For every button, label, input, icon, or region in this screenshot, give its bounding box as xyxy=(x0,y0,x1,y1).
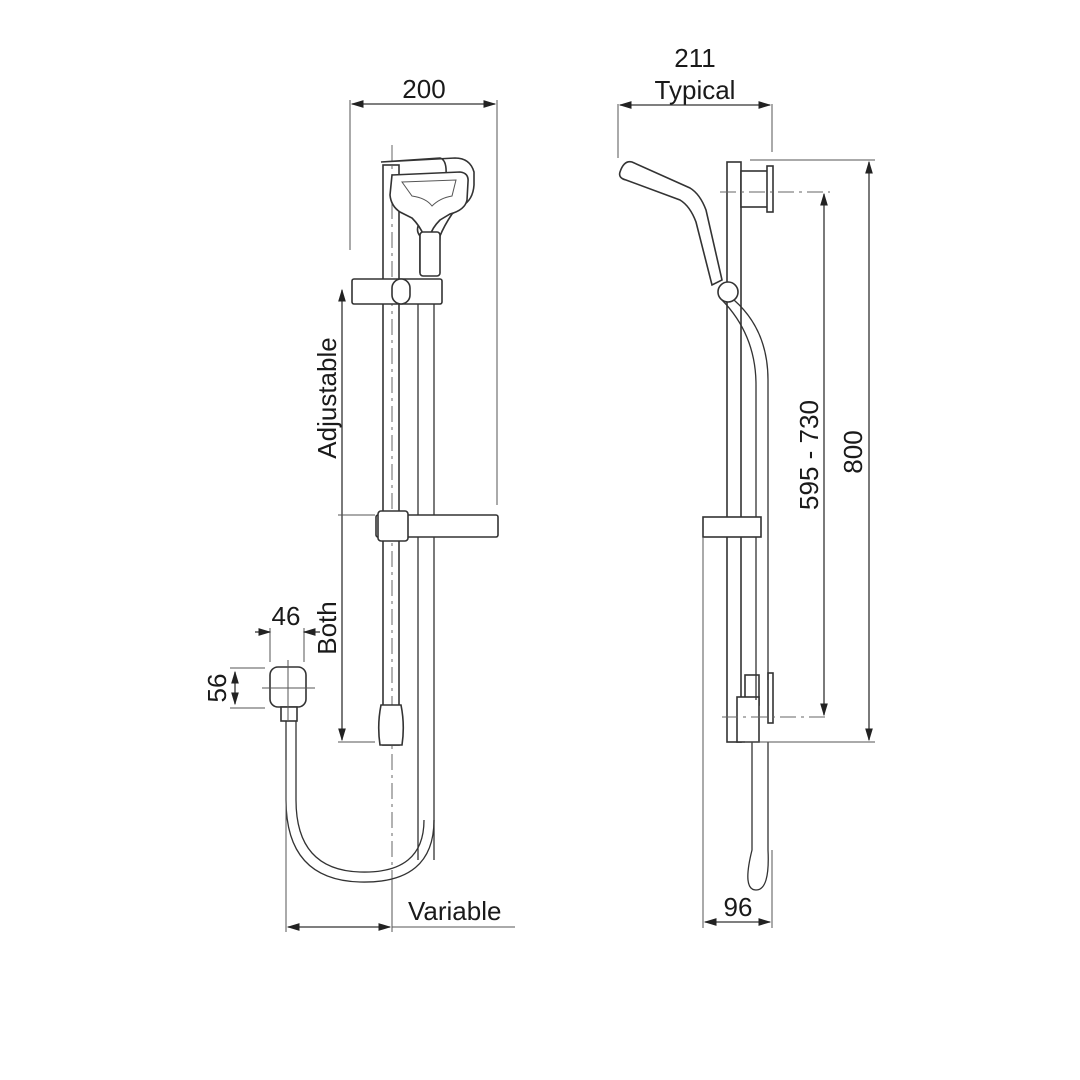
handset-side xyxy=(618,160,723,287)
dim-rail-length-800: 800 xyxy=(838,430,868,473)
dim-projection-note: Typical xyxy=(655,75,736,105)
front-view: 200 Adjustable Both 46 56 Variable xyxy=(202,74,515,932)
soap-dish-side xyxy=(702,516,762,538)
dim-outlet-width-46: 46 xyxy=(272,601,301,631)
dim-projection-211: 211 xyxy=(674,43,715,73)
dim-depth-96: 96 xyxy=(724,892,753,922)
slide-rail xyxy=(382,164,400,746)
dim-width-200: 200 xyxy=(402,74,445,104)
dim-both: Both xyxy=(312,601,342,655)
side-view: 211 Typical 595 - 730 800 96 xyxy=(617,43,875,928)
dim-bracket-centres: 595 - 730 xyxy=(794,400,824,510)
dim-outlet-height-56: 56 xyxy=(202,674,232,703)
dim-hose-variable: Variable xyxy=(408,896,501,926)
side-rail xyxy=(726,161,742,743)
dim-adjustable: Adjustable xyxy=(312,337,342,458)
